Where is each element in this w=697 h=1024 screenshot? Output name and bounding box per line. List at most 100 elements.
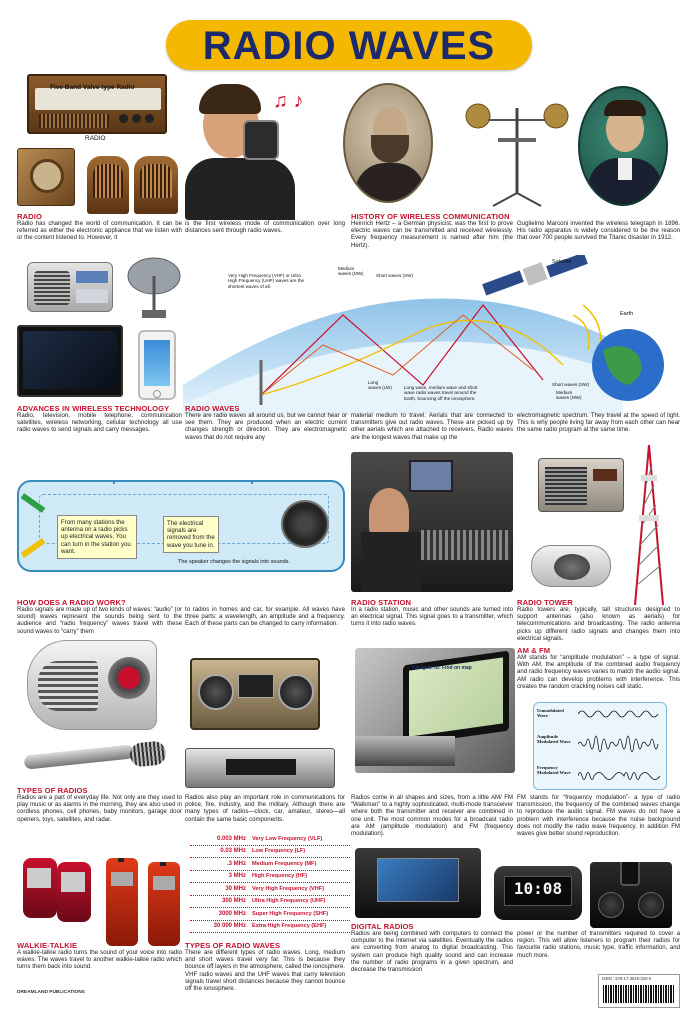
clock-display: 10:08	[513, 879, 563, 898]
am-fm-text: AM stands for “amplitude modulation” – a…	[517, 654, 680, 690]
iphone-dock-radio-image	[590, 862, 672, 928]
television-image	[17, 325, 123, 397]
radio-diagram-box-2: The electrical signals are removed from …	[163, 516, 219, 553]
guglielmo-marconi-portrait	[578, 86, 668, 206]
frequency-name: Super High Frequency (SHF)	[252, 910, 329, 917]
medium-waves-small-label: Medium waves (MW)	[556, 390, 582, 401]
boy-listening-radio-image: ♫ ♪	[185, 80, 335, 220]
frequency-value: 300 MHz	[221, 898, 246, 905]
types-waves-title: TYPES OF RADIO WAVES	[185, 941, 281, 950]
antique-radio-2	[87, 156, 129, 214]
frequency-row: 0.003 MHz Very Low Frequency (VLF)	[190, 833, 350, 846]
antique-radio-3	[134, 156, 178, 214]
tower-text: Radio towers are, typically, tall struct…	[517, 606, 680, 642]
frequency-value: 0.03 MHz	[220, 848, 246, 855]
gps-screen-text: Navigate to: Find on map	[412, 665, 472, 671]
radio-waves-text-3: electromagnetic spectrum. They travel at…	[517, 412, 680, 434]
types-radios-text: Radios are a part of everyday life. Not …	[17, 794, 182, 823]
vhf-uhf-label: Very High Frequency (VHF) or Ultra High …	[228, 273, 305, 289]
title-banner	[166, 20, 532, 70]
digital-clock-radio-image	[494, 866, 582, 920]
radio-section-text: Radio has changed the world of communica…	[17, 220, 182, 242]
history-section-text: Heinrich Hertz – a German physicist, was…	[351, 220, 513, 249]
portable-radio-image	[27, 262, 113, 312]
valve-radio-image	[27, 74, 167, 134]
microphone-image	[20, 740, 170, 770]
types-radios-text-3: Radios come in all shapes and sizes, fro…	[351, 794, 513, 838]
radio-section-text-2: is the first wireless mode of communicat…	[185, 220, 345, 235]
car-stereo-image	[185, 748, 335, 788]
earth-label: Earth	[620, 311, 634, 317]
history-section-text-2: Guglielmo Marconi invented the wireless …	[517, 220, 680, 242]
tower-section-title: RADIO TOWER	[517, 598, 573, 607]
frequency-name: Very Low Frequency (VLF)	[252, 835, 323, 842]
digital-radios-text-2: power or the number of transmitters requ…	[517, 930, 680, 959]
am-fm-section-title: AM & FM	[517, 646, 551, 655]
frequency-name: Very High Frequency (VHF)	[252, 885, 325, 892]
frequency-name: Low Frequency (LF)	[252, 848, 306, 855]
frequency-value: 30 000 MHz	[213, 923, 246, 930]
heinrich-hertz-portrait	[343, 83, 433, 203]
frequency-value: 3000 MHz	[218, 910, 246, 917]
isbn-text: ISBN : 978-17-3519-320-0	[602, 976, 652, 981]
radio-diagram-box-1: From many stations the antenna on a radi…	[57, 515, 137, 560]
frequency-row: 3 MHz High Frequency (HF)	[190, 871, 350, 883]
fm-text: FM stands for “frequency modulation”- a …	[517, 794, 680, 838]
radio-waves-section-title: RADIO WAVES	[185, 404, 240, 413]
frequency-modulated-label: Frequency Modulated Wave	[537, 765, 571, 776]
hertz-apparatus-image	[465, 103, 569, 207]
round-radio-image	[531, 545, 611, 587]
frequency-row: 30 000 MHz Extra High Frequency (EHF)	[190, 921, 350, 933]
radio-wave-propagation-diagram	[183, 255, 664, 415]
types-waves-text: There are different types of radio waves…	[185, 949, 345, 993]
frequency-value: 30 MHz	[225, 885, 246, 892]
station-text: In a radio station, music and other soun…	[351, 606, 513, 628]
satellite-dish-image	[127, 257, 181, 318]
retro-radio-image	[538, 458, 624, 512]
boombox-image	[190, 658, 320, 730]
station-section-title: RADIO STATION	[351, 598, 412, 607]
unmodulated-wave-label: Unmodulated Wave	[537, 708, 564, 719]
smartphone-image	[138, 330, 176, 400]
radio-station-photo	[351, 452, 513, 592]
frequency-value: .3 MHz	[226, 860, 246, 867]
frequency-value: 0.003 MHz	[216, 835, 246, 842]
walkie-talkie-kids-image	[17, 848, 97, 938]
valve-radio-label: Five Band Valve type Radio	[50, 84, 135, 91]
silver-speaker-radio-image	[27, 640, 157, 730]
digital-car-radio-image	[355, 848, 481, 918]
how-works-section-title: HOW DOES A RADIO WORK?	[17, 598, 126, 607]
radio-diagram-caption: The speaker changes the signals into sou…	[178, 559, 290, 565]
types-radios-text-2: Radios also play an important role in co…	[185, 794, 345, 823]
digital-radios-title: DIGITAL RADIOS	[351, 922, 414, 931]
radio-caption: RADIO	[85, 135, 106, 142]
publisher-logo: DREAMLAND PUBLICATIONS	[17, 990, 85, 995]
advances-section-text: Radio, television, mobile telephone, com…	[17, 412, 182, 434]
how-works-text: Radio signals are made up of two kinds o…	[17, 606, 182, 635]
radio-waves-text-2: material medium to travel. Aerials that …	[351, 412, 513, 441]
bounce-label: Long wave, medium wave and short wave ra…	[404, 385, 478, 401]
radio-waves-text: There are radio waves all around us, but…	[185, 412, 347, 441]
modulation-waves-svg	[578, 710, 661, 780]
history-section-title: HISTORY OF WIRELESS COMMUNICATION	[351, 212, 510, 221]
radio-tower-image	[634, 445, 664, 605]
frequency-name: High Frequency (HF)	[252, 873, 308, 880]
types-radios-title: TYPES OF RADIOS	[17, 786, 88, 795]
frequency-table: 0.003 MHz Very Low Frequency (VLF) 0.03 MH…	[190, 833, 350, 933]
frequency-name: Medium Frequency (MF)	[252, 860, 317, 867]
frequency-name: Extra High Frequency (EHF)	[252, 923, 327, 930]
satellite-label: Satellite	[552, 259, 572, 265]
frequency-row: .3 MHz Medium Frequency (MF)	[190, 858, 350, 871]
page-title: RADIO WAVES	[202, 24, 496, 68]
how-works-text-2: to radios in homes and car, for example.…	[185, 606, 345, 628]
frequency-row: 3000 MHz Super High Frequency (SHF)	[190, 908, 350, 921]
frequency-value: 3 MHz	[228, 873, 246, 880]
digital-radios-text: Radios are being combined with computers…	[351, 930, 513, 974]
walkie-talkie-title: WALKIE-TALKIE	[17, 941, 78, 950]
frequency-row: 30 MHz Very High Frequency (VHF)	[190, 883, 350, 896]
radio-section-title: RADIO	[17, 212, 42, 221]
walkie-talkie-text: A walkie-talkie radio turns the sound of…	[17, 949, 182, 971]
amplitude-modulated-label: Amplitude Modulated Wave	[537, 734, 571, 745]
walkie-talkie-red-2	[148, 862, 180, 946]
